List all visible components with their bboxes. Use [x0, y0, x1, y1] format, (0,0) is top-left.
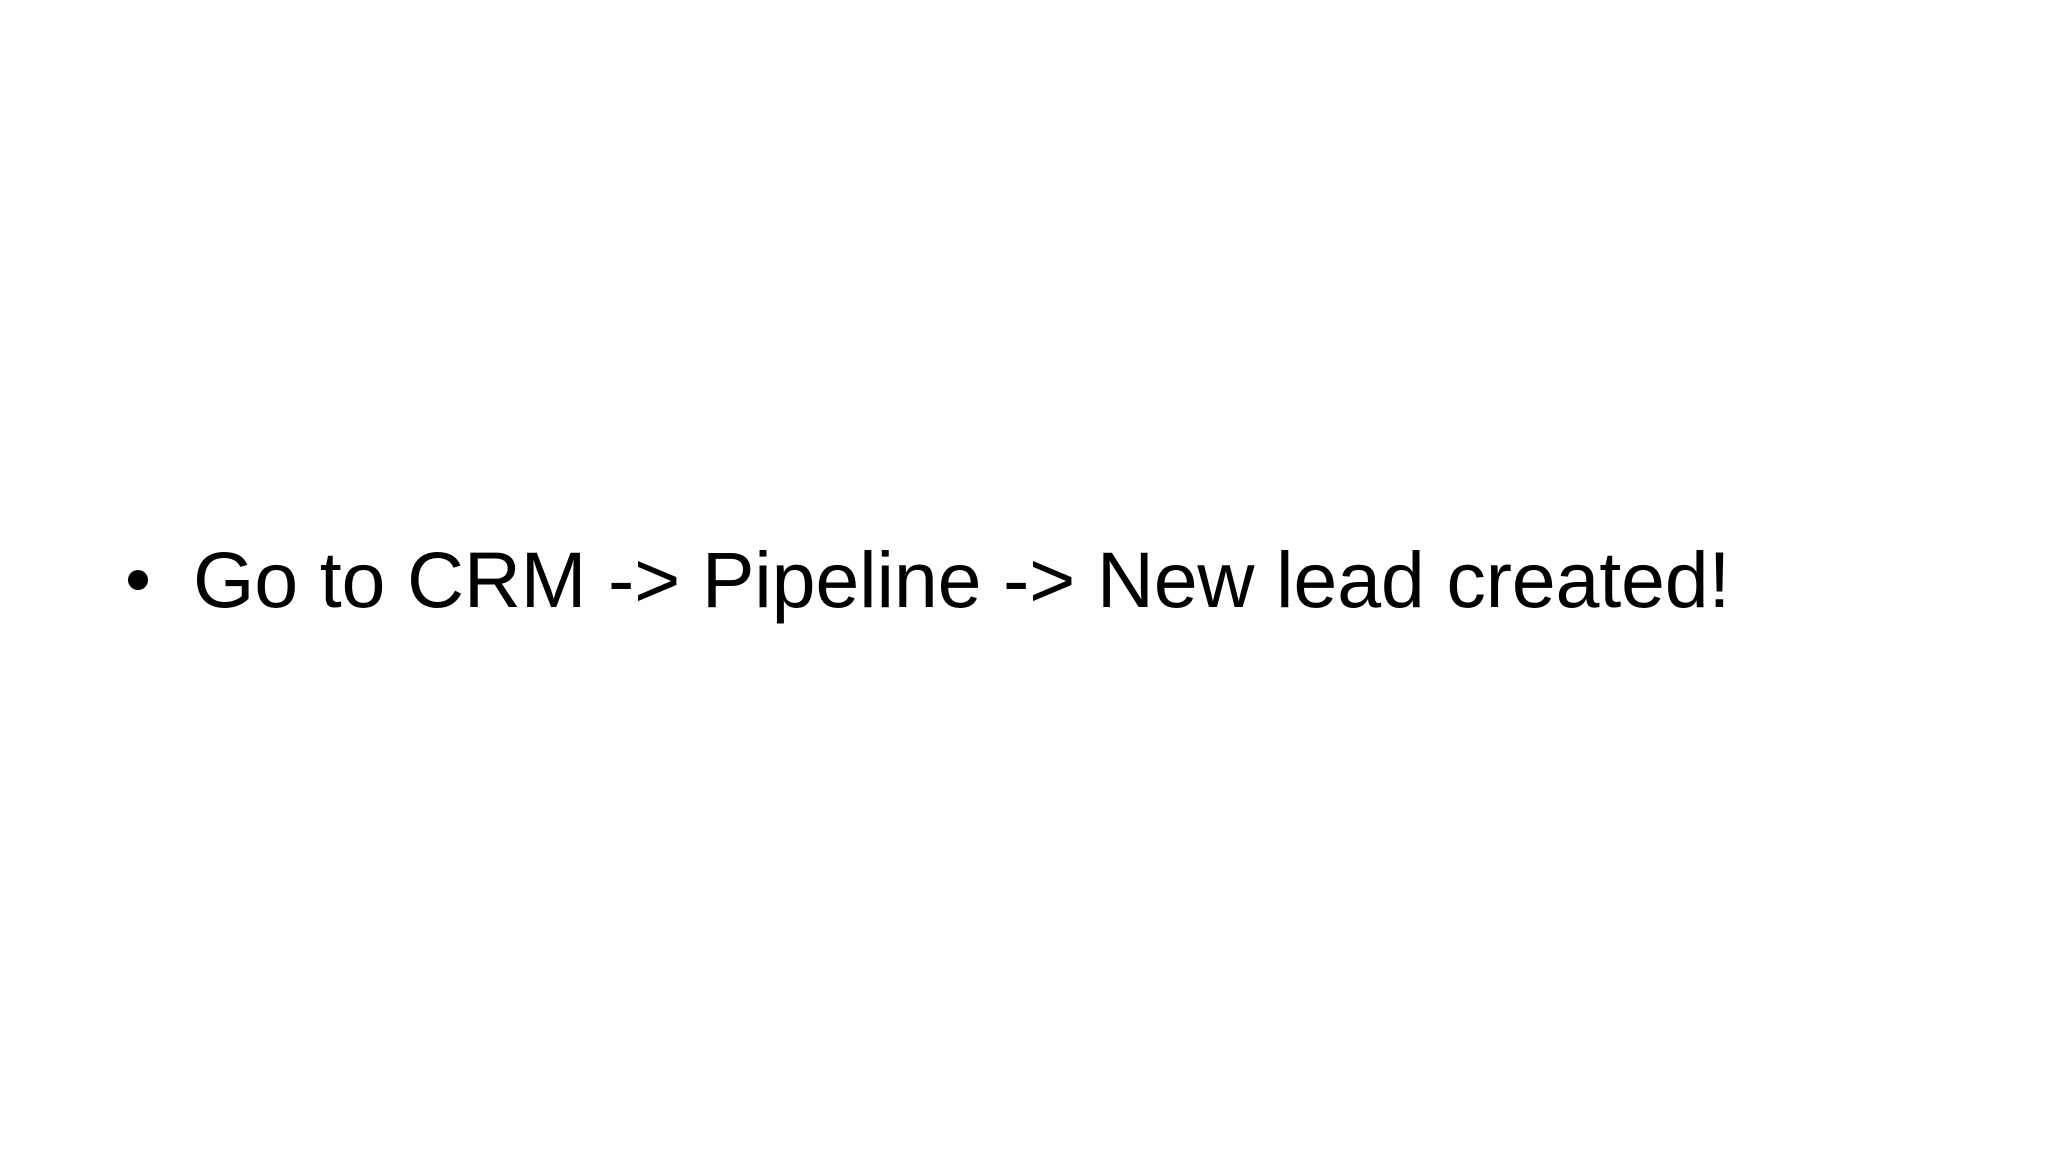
list-item[interactable]: Go to CRM -> Pipeline -> New lead create… — [120, 533, 1930, 626]
bullet-item-label: Go to CRM -> Pipeline -> New lead create… — [193, 535, 1731, 625]
bullet-point-icon — [128, 570, 148, 590]
slide-content-placeholder: Go to CRM -> Pipeline -> New lead create… — [120, 430, 1930, 730]
bullet-list: Go to CRM -> Pipeline -> New lead create… — [120, 533, 1930, 626]
